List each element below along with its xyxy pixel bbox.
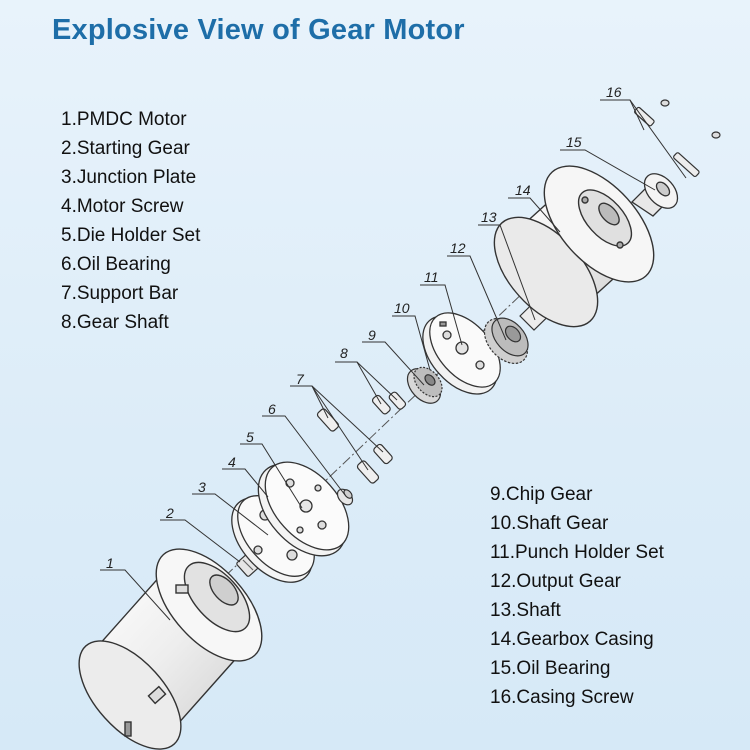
center-axis — [94, 209, 611, 701]
callout-11: 11 — [424, 269, 439, 285]
legend-item: 8.Gear Shaft — [61, 312, 169, 333]
legend-item: 12.Output Gear — [490, 571, 621, 592]
parts-legend-left: 1.PMDC Motor 2.Starting Gear 3.Junction … — [61, 105, 200, 337]
callout-7: 7 — [296, 371, 305, 387]
callout-15: 15 — [566, 134, 582, 150]
legend-item: 3.Junction Plate — [61, 167, 197, 188]
callout-14: 14 — [515, 182, 531, 198]
callout-numbers: 1 2 3 4 5 6 7 8 9 10 11 12 13 14 15 16 — [106, 84, 622, 571]
legend-item: 14.Gearbox Casing — [490, 629, 654, 650]
part-chip-gear — [406, 366, 443, 404]
callout-3: 3 — [198, 479, 206, 495]
callout-9: 9 — [368, 327, 376, 343]
legend-item: 4.Motor Screw — [61, 196, 184, 217]
part-support-bars — [316, 408, 393, 484]
callout-10: 10 — [394, 300, 410, 316]
part-pmdc-motor — [78, 548, 263, 750]
part-oil-bearing-small — [336, 488, 354, 506]
callout-12: 12 — [450, 240, 466, 256]
part-gearbox-casing — [493, 165, 655, 328]
callout-leader-lines — [100, 99, 687, 621]
callout-8: 8 — [340, 345, 348, 361]
part-gear-shaft — [371, 391, 407, 415]
legend-item: 11.Punch Holder Set — [490, 542, 664, 563]
legend-item: 6.Oil Bearing — [61, 254, 171, 275]
legend-item: 15.Oil Bearing — [490, 658, 611, 679]
legend-item: 1.PMDC Motor — [61, 109, 187, 130]
part-oil-bearing-large — [630, 173, 679, 217]
legend-item: 7.Support Bar — [61, 283, 179, 304]
page-title: Explosive View of Gear Motor — [52, 14, 465, 46]
legend-item: 10.Shaft Gear — [490, 513, 609, 534]
callout-16: 16 — [606, 84, 622, 100]
legend-item: 13.Shaft — [490, 600, 561, 621]
legend-item: 9.Chip Gear — [490, 484, 593, 505]
legend-item: 16.Casing Screw — [490, 687, 634, 708]
part-die-holder-set — [257, 461, 350, 557]
parts-legend-right: 9.Chip Gear 10.Shaft Gear 11.Punch Holde… — [490, 480, 664, 712]
part-punch-holder-set — [422, 312, 501, 395]
callout-5: 5 — [246, 429, 254, 445]
callout-2: 2 — [165, 505, 174, 521]
callout-13: 13 — [481, 209, 497, 225]
callout-1: 1 — [106, 555, 114, 571]
legend-item: 5.Die Holder Set — [61, 225, 201, 246]
callout-4: 4 — [228, 454, 236, 470]
callout-6: 6 — [268, 401, 276, 417]
legend-item: 2.Starting Gear — [61, 138, 190, 159]
